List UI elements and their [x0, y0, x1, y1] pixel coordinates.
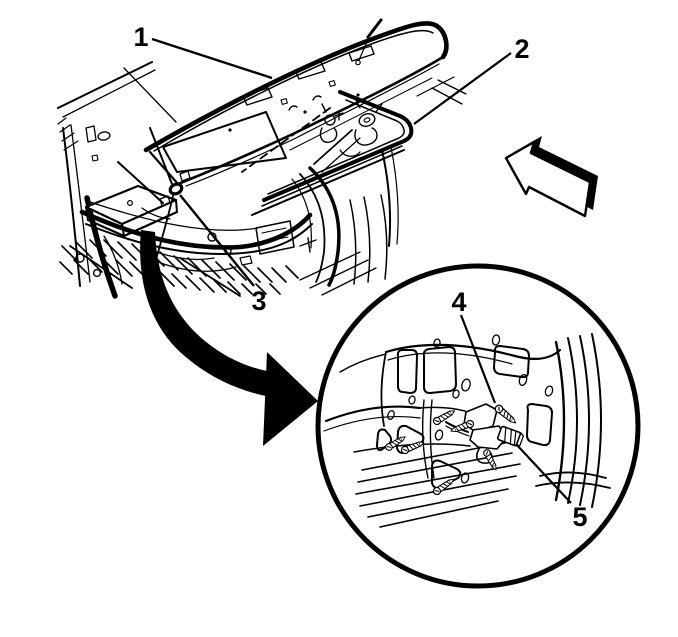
- callout-4-label: 4: [451, 287, 466, 317]
- callout-2: 2: [413, 34, 530, 125]
- roof-rail-lines: [57, 61, 177, 151]
- main-illustration: [57, 18, 467, 299]
- callouts: 1 2 3 4 5: [133, 22, 587, 532]
- zoom-arrow: [140, 230, 318, 446]
- callout-5-label: 5: [572, 502, 587, 532]
- callout-3-label: 3: [251, 286, 266, 316]
- callout-3: 3: [179, 194, 267, 316]
- latch-mechanisms: [241, 99, 383, 173]
- applique-panel: [143, 21, 449, 187]
- hatch-band: [59, 239, 299, 297]
- applique-stud: [355, 18, 383, 66]
- grommet: [168, 182, 184, 196]
- callout-5: 5: [515, 443, 588, 532]
- callout-1-label: 1: [133, 22, 148, 52]
- weatherstrip-channel: [291, 129, 399, 296]
- callout-1: 1: [133, 22, 273, 80]
- window-frame-panel: [251, 76, 467, 216]
- direction-arrow: [504, 136, 598, 218]
- callout-4: 4: [451, 287, 497, 404]
- detail-circle-content: [323, 333, 611, 528]
- callout-2-label: 2: [514, 34, 529, 64]
